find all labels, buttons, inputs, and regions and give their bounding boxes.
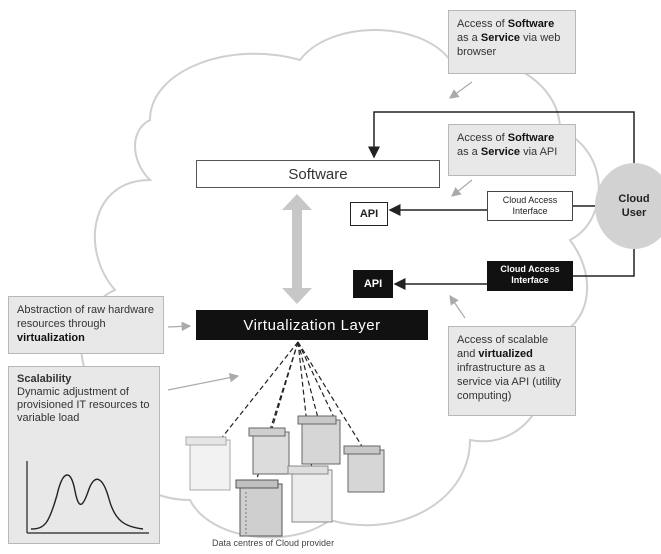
software-box: Software	[196, 160, 440, 188]
software-virtualization-arrow	[282, 194, 312, 304]
note-abstraction: Abstraction of raw hardware resources th…	[8, 296, 164, 354]
cloud-access-interface-infrastructure: Cloud Access Interface	[487, 261, 573, 291]
note-saas-api: Access of Software as a Service via API	[448, 124, 576, 176]
server-racks	[185, 415, 385, 537]
user-to-cai-black	[573, 249, 635, 277]
virtualization-layer: Virtualization Layer	[196, 310, 428, 340]
cloud-access-interface-software: Cloud Access Interface	[487, 191, 573, 221]
note-saas-web: Access of Software as a Service via web …	[448, 10, 576, 74]
api-box-software: API	[350, 202, 388, 226]
web-browser-connection	[368, 111, 635, 163]
scalability-title: Scalability	[17, 373, 72, 385]
load-curve	[26, 461, 149, 534]
virtualization-label: Virtualization Layer	[243, 316, 381, 334]
api-box-infrastructure: API	[353, 270, 393, 298]
cloud-user: Cloud User	[595, 163, 661, 249]
scalability-text: Dynamic adjustment of provisioned IT res…	[17, 386, 150, 424]
datacentre-label: Data centres of Cloud provider	[212, 538, 335, 548]
note-scalability: Scalability Dynamic adjustment of provis…	[8, 366, 160, 544]
software-label: Software	[288, 165, 348, 183]
note-infrastructure: Access of scalable and virtualized infra…	[448, 326, 576, 416]
